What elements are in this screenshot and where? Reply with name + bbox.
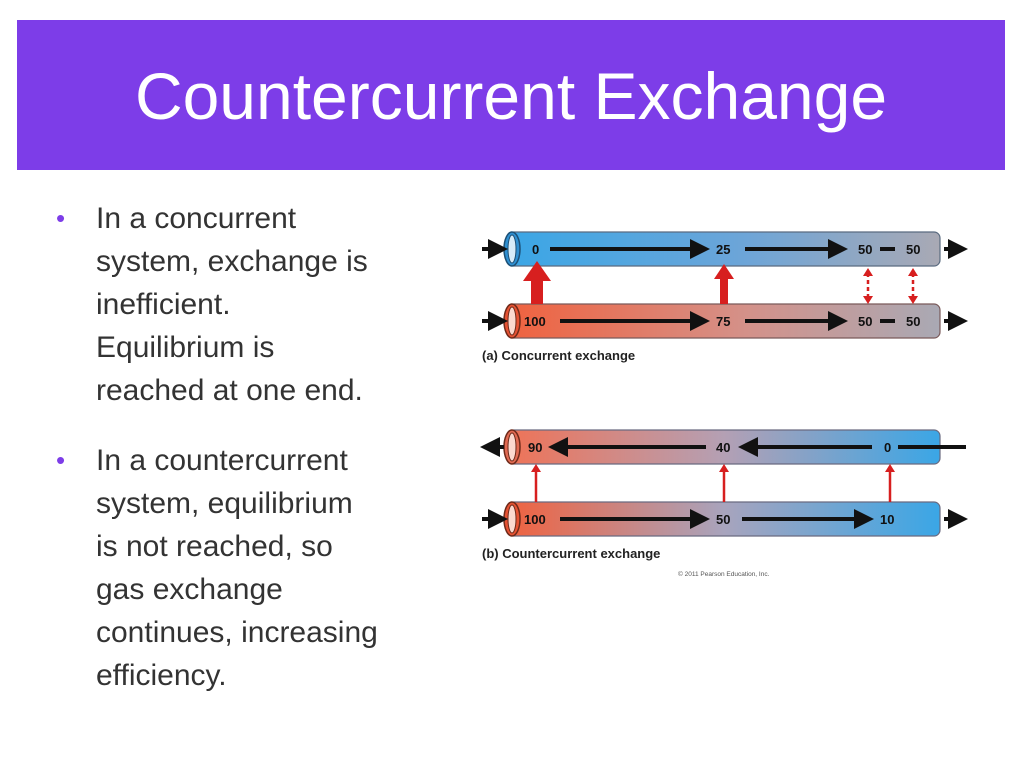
value-label: 100 xyxy=(524,314,546,329)
exchange-diagram: 0 25 50 50 100 75 50 50 xyxy=(480,231,968,578)
bullet-line: system, exchange is xyxy=(96,245,368,278)
value-label: 0 xyxy=(884,440,891,455)
bullet-line: efficiency. xyxy=(96,659,227,692)
bullet-line: In a concurrent xyxy=(96,202,297,235)
bullet-line: reached at one end. xyxy=(96,374,363,407)
bullet-line: is not reached, so xyxy=(96,530,333,563)
value-label: 75 xyxy=(716,314,730,329)
panel-countercurrent: 90 40 0 100 50 10 xyxy=(480,429,968,561)
value-label: 50 xyxy=(716,512,730,527)
transfer-arrow xyxy=(523,261,551,304)
value-label: 50 xyxy=(858,242,872,257)
tube-b-bottom xyxy=(482,501,968,537)
panel-caption: (b) Countercurrent exchange xyxy=(482,546,660,561)
value-label: 50 xyxy=(858,314,872,329)
tube-a-top xyxy=(482,231,968,267)
transfer-arrow xyxy=(531,464,541,502)
bullet-line: inefficient. xyxy=(96,288,231,321)
panel-caption: (a) Concurrent exchange xyxy=(482,348,635,363)
value-label: 10 xyxy=(880,512,894,527)
equilibrium-arrow xyxy=(863,268,873,304)
bullet-line: In a countercurrent xyxy=(96,444,348,477)
value-label: 40 xyxy=(716,440,730,455)
value-label: 50 xyxy=(906,314,920,329)
bullet-line: gas exchange xyxy=(96,573,283,606)
copyright-notice: © 2011 Pearson Education, Inc. xyxy=(678,570,770,578)
value-label: 50 xyxy=(906,242,920,257)
bullet-marker: • xyxy=(56,445,66,475)
bullet-line: Equilibrium is xyxy=(96,331,275,364)
value-label: 90 xyxy=(528,440,542,455)
bullet-line: continues, increasing xyxy=(96,616,378,649)
bullet-line: system, equilibrium xyxy=(96,487,353,520)
slide-title: Countercurrent Exchange xyxy=(134,59,888,133)
bullet-list: • In a concurrent system, exchange is in… xyxy=(52,197,452,724)
bullet-marker: • xyxy=(56,203,66,233)
panel-concurrent: 0 25 50 50 100 75 50 50 xyxy=(482,231,968,363)
bullet-item-concurrent: • In a concurrent system, exchange is in… xyxy=(52,197,452,412)
value-label: 0 xyxy=(532,242,539,257)
transfer-arrow xyxy=(885,464,895,502)
bullet-item-countercurrent: • In a countercurrent system, equilibriu… xyxy=(52,439,452,697)
value-label: 100 xyxy=(524,512,546,527)
equilibrium-arrow xyxy=(908,268,918,304)
title-bar: Countercurrent Exchange xyxy=(17,20,1005,170)
value-label: 25 xyxy=(716,242,730,257)
tube-b-top xyxy=(480,429,966,465)
transfer-arrow xyxy=(714,264,734,304)
transfer-arrow xyxy=(719,464,729,502)
